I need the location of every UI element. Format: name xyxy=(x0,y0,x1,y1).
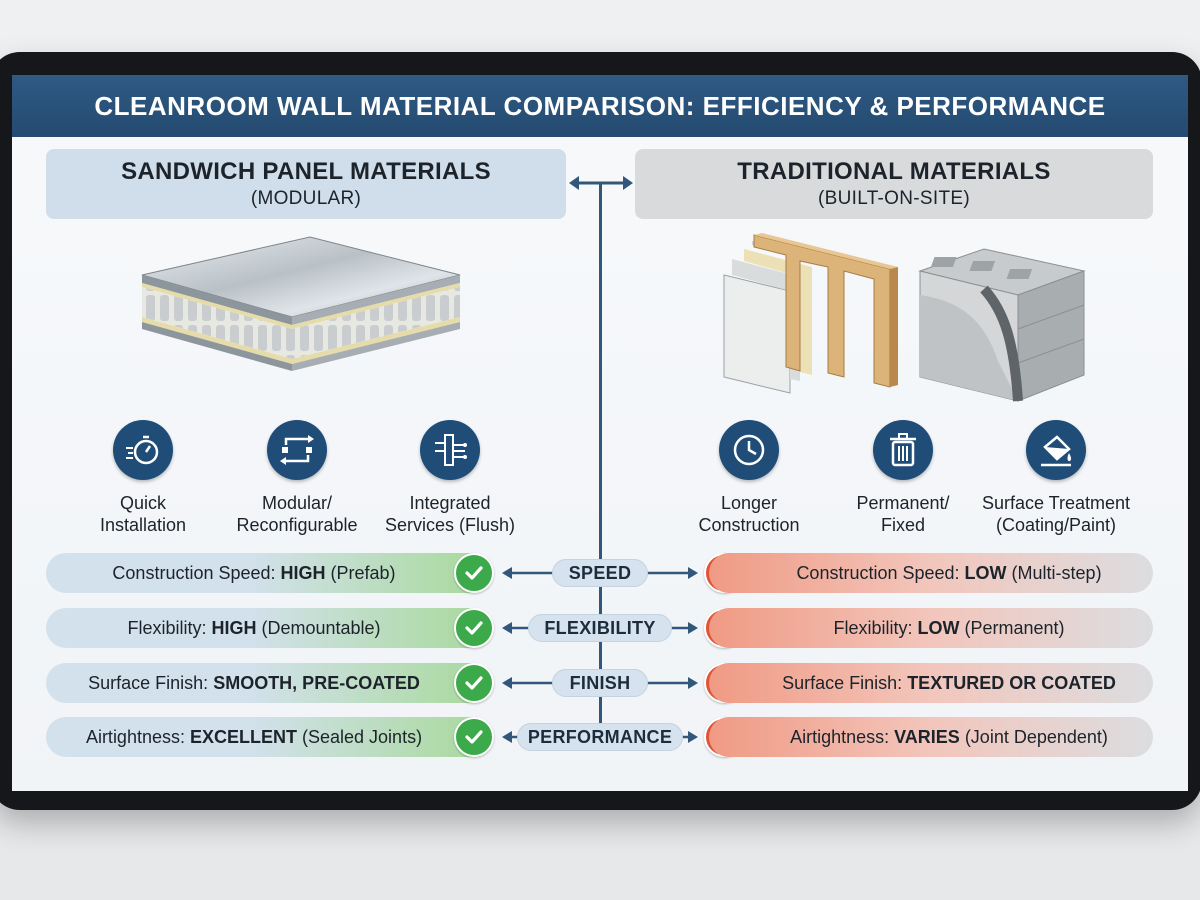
integrated-services-icon xyxy=(420,420,480,480)
rating-prefix: Flexibility: xyxy=(833,617,918,638)
traditional-rating-pill: Construction Speed: LOW (Multi-step) xyxy=(709,553,1153,593)
sandwich-rating-pill: Airtightness: EXCELLENT (Sealed Joints) xyxy=(46,717,492,757)
feature-line2: Installation xyxy=(99,515,187,535)
rating-prefix: Airtightness: xyxy=(790,726,895,747)
feature-line1: Quick xyxy=(119,493,166,513)
traditional-rating-pill: Flexibility: LOW (Permanent) xyxy=(709,608,1153,648)
stud-wall-illustration xyxy=(723,233,898,394)
criterion-tag: SPEED xyxy=(552,559,648,587)
sandwich-panel-subheading: (MODULAR) xyxy=(250,188,362,210)
trash-bin-icon xyxy=(873,420,933,480)
feature-line2: Fixed xyxy=(880,515,925,535)
sandwich-panel-heading: SANDWICH PANEL MATERIALS xyxy=(121,158,491,186)
rating-prefix: Flexibility: xyxy=(127,617,212,638)
feature-surface-treatment: Surface Treatment(Coating/Paint) xyxy=(974,420,1138,536)
sandwich-panel-header: SANDWICH PANEL MATERIALS (MODULAR) xyxy=(46,149,566,219)
reconfigure-arrows-icon xyxy=(267,420,327,480)
feature-line1: Surface Treatment xyxy=(981,493,1131,513)
sandwich-panel-illustration xyxy=(141,236,461,371)
stopwatch-icon xyxy=(113,420,173,480)
feature-line1: Permanent/ xyxy=(856,493,950,513)
feature-line2: Reconfigurable xyxy=(236,515,358,535)
rating-suffix: (Permanent) xyxy=(959,617,1065,638)
traditional-heading: TRADITIONAL MATERIALS xyxy=(737,158,1051,186)
feature-line2: (Coating/Paint) xyxy=(995,515,1117,535)
center-divider-line xyxy=(599,183,602,723)
sandwich-rating-pill: Flexibility: HIGH (Demountable) xyxy=(46,608,492,648)
rating-value: SMOOTH, PRE-COATED xyxy=(213,672,420,693)
block-wall-illustration xyxy=(918,248,1086,402)
traditional-subheading: (BUILT-ON-SITE) xyxy=(818,188,970,210)
feature-modular-reconfigurable: Modular/Reconfigurable xyxy=(222,420,372,536)
feature-line1: Longer xyxy=(720,493,778,513)
check-icon xyxy=(454,553,494,593)
criterion-tag: PERFORMANCE xyxy=(517,723,683,751)
rating-value: HIGH xyxy=(211,617,257,638)
rating-suffix: (Multi-step) xyxy=(1006,562,1102,583)
criterion-tag: FLEXIBILITY xyxy=(528,614,672,642)
feature-line2: Services (Flush) xyxy=(384,515,516,535)
feature-line1: Modular/ xyxy=(261,493,333,513)
clock-icon xyxy=(719,420,779,480)
traditional-rating-pill: Airtightness: VARIES (Joint Dependent) xyxy=(709,717,1153,757)
rating-value: HIGH xyxy=(280,562,326,583)
rating-value: LOW xyxy=(917,617,960,638)
traditional-header: TRADITIONAL MATERIALS (BUILT-ON-SITE) xyxy=(635,149,1153,219)
traditional-rating-pill: Surface Finish: TEXTURED OR COATED xyxy=(709,663,1153,703)
rating-value: TEXTURED OR COATED xyxy=(907,672,1116,693)
double-arrow-icon xyxy=(569,176,633,190)
feature-line1: Integrated xyxy=(409,493,491,513)
page-title: CLEANROOM WALL MATERIAL COMPARISON: EFFI… xyxy=(12,75,1188,137)
rating-prefix: Construction Speed: xyxy=(112,562,281,583)
rating-value: EXCELLENT xyxy=(189,726,297,747)
rating-suffix: (Sealed Joints) xyxy=(297,726,423,747)
rating-prefix: Airtightness: xyxy=(85,726,190,747)
check-icon xyxy=(454,717,494,757)
check-icon xyxy=(454,663,494,703)
rating-suffix: (Joint Dependent) xyxy=(959,726,1108,747)
infographic-screen: CLEANROOM WALL MATERIAL COMPARISON: EFFI… xyxy=(12,75,1188,791)
rating-value: VARIES xyxy=(894,726,960,747)
rating-prefix: Surface Finish: xyxy=(88,672,214,693)
feature-permanent-fixed: Permanent/Fixed xyxy=(828,420,978,536)
rating-suffix: (Prefab) xyxy=(325,562,396,583)
paint-bucket-icon xyxy=(1026,420,1086,480)
criterion-tag: FINISH xyxy=(552,669,648,697)
check-icon xyxy=(454,608,494,648)
rating-value: LOW xyxy=(964,562,1007,583)
sandwich-rating-pill: Construction Speed: HIGH (Prefab) xyxy=(46,553,492,593)
feature-line2: Construction xyxy=(698,515,800,535)
rating-prefix: Surface Finish: xyxy=(782,672,908,693)
sandwich-rating-pill: Surface Finish: SMOOTH, PRE-COATED xyxy=(46,663,492,703)
rating-prefix: Construction Speed: xyxy=(796,562,965,583)
rating-suffix: (Demountable) xyxy=(256,617,381,638)
